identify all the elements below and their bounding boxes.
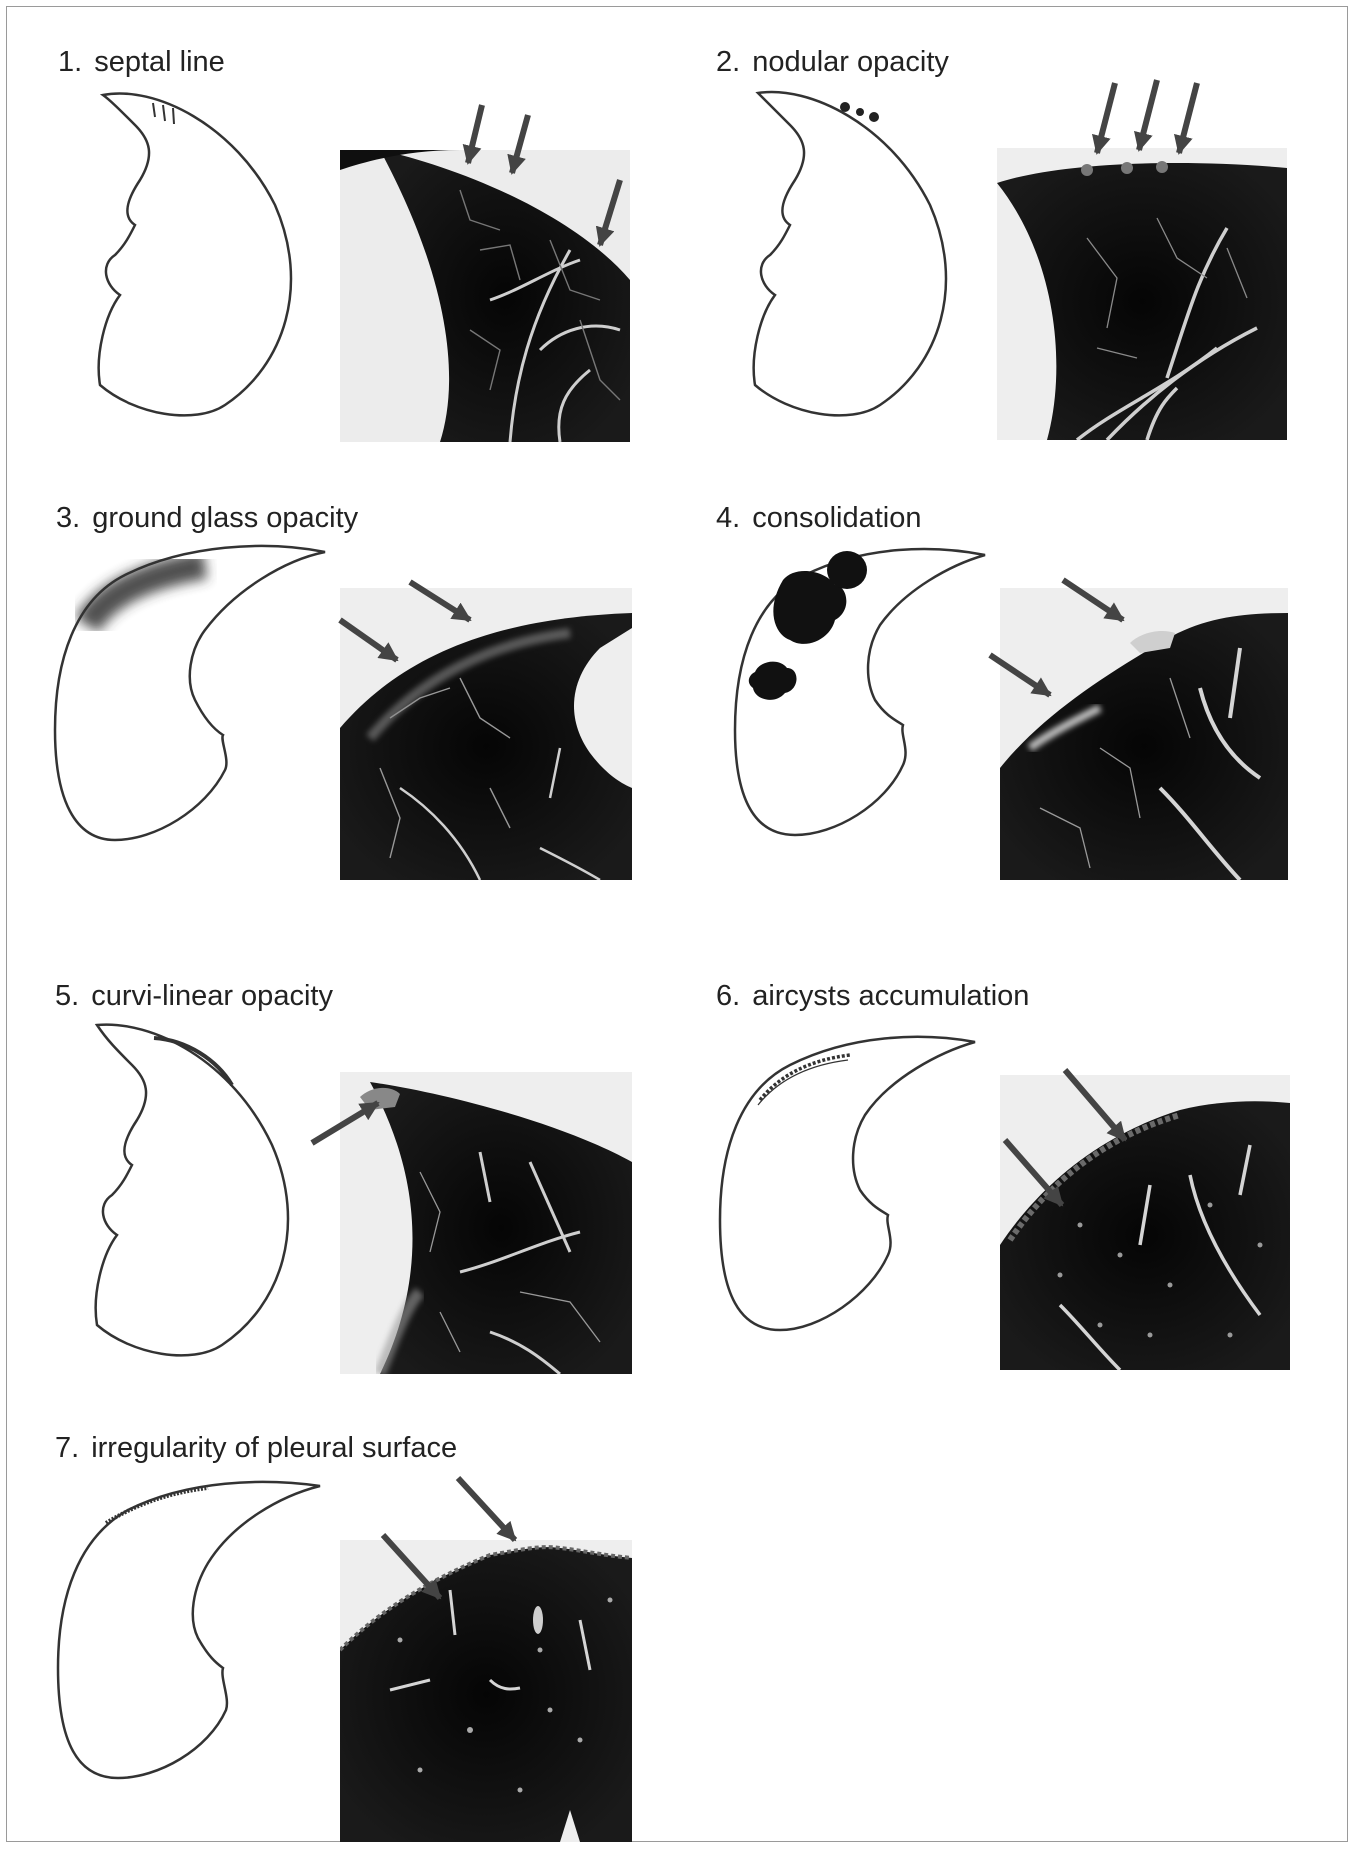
panel-7-title: 7. irregularity of pleural surface [55,1432,457,1465]
ct-image-2 [997,148,1287,440]
lung-outline-icon [720,1030,980,1365]
panel-6-title: 6. aircysts accumulation [716,980,1029,1013]
panel-2-title: 2. nodular opacity [716,46,949,79]
panel-1-number: 1. [58,46,82,78]
panel-5-label: curvi-linear opacity [91,980,333,1012]
panel-5-title: 5. curvi-linear opacity [55,980,333,1013]
lung-outline-icon [92,1020,312,1365]
lung-outline-icon [735,540,995,870]
arrow-icon [300,1075,400,1165]
panel-6-label: aircysts accumulation [752,980,1029,1012]
lung-outline-icon [55,540,335,870]
panel-1-title: 1. septal line [58,46,225,79]
panel-3-title: 3. ground glass opacity [56,502,358,535]
panel-1-label: septal line [94,46,225,78]
arrow-icon [1000,1060,1150,1225]
arrow-icon [335,570,485,700]
panel-4-label: consolidation [752,502,921,534]
lung-outline-icon [95,85,315,425]
panel-7-label: irregularity of pleural surface [91,1432,457,1464]
panel-3-number: 3. [56,502,80,534]
lung-outline-icon [58,1478,338,1808]
arrow-icon [1075,75,1215,165]
arrow-icon [440,95,640,255]
arrow-icon [985,570,1155,710]
panel-5-number: 5. [55,980,79,1012]
panel-3-label: ground glass opacity [92,502,358,534]
panel-4-number: 4. [716,502,740,534]
panel-4-title: 4. consolidation [716,502,921,535]
panel-7-number: 7. [55,1432,79,1464]
panel-6-number: 6. [716,980,740,1012]
panel-2-label: nodular opacity [752,46,949,78]
lung-outline-icon [750,85,970,425]
panel-2-number: 2. [716,46,740,78]
arrow-icon [375,1470,535,1630]
